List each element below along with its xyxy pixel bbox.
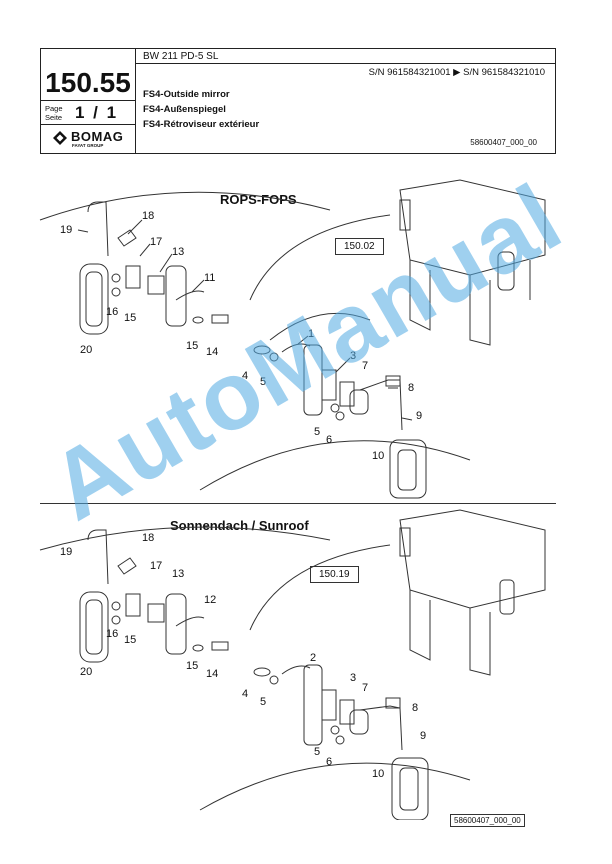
part-callout: 5	[260, 376, 267, 388]
part-callout: 20	[80, 666, 93, 678]
serial-range: S/N 961584321001 ▶ S/N 961584321010	[368, 67, 545, 78]
top-section-title: ROPS-FOPS	[220, 192, 297, 207]
part-callout: 14	[206, 668, 219, 680]
header-divider	[41, 100, 135, 101]
title-de: FS4-Außenspiegel	[143, 104, 226, 115]
part-callout: 13	[172, 246, 185, 258]
top-reference-box: 150.02	[335, 238, 384, 255]
logo-brand: BOMAG	[71, 129, 124, 144]
part-callout: 8	[408, 382, 415, 394]
title-fr: FS4-Rétroviseur extérieur	[143, 119, 260, 130]
page-number: 1 / 1	[75, 103, 117, 122]
part-callout: 3	[350, 350, 357, 362]
part-callout: 6	[326, 756, 333, 768]
part-callout: 10	[372, 450, 385, 462]
bomag-logo: BOMAG FAYAT GROUP	[51, 129, 131, 151]
page-code: 150.55	[45, 67, 131, 98]
part-callout: 16	[106, 628, 119, 640]
part-callout: 3	[350, 672, 357, 684]
cab-outline	[199, 440, 471, 491]
exploded-parts-drawing	[39, 179, 546, 820]
part-callout: 15	[124, 634, 137, 646]
part-callout: 12	[204, 594, 217, 606]
section-divider	[40, 503, 556, 504]
cab-outline	[249, 214, 391, 301]
header-divider	[41, 124, 135, 125]
part-callout: 2	[310, 652, 317, 664]
part-callout: 4	[242, 688, 249, 700]
part-callout: 17	[150, 560, 163, 572]
model-name: BW 211 PD-5 SL	[143, 51, 219, 62]
bomag-diamond-icon	[53, 131, 67, 145]
part-callout: 19	[60, 224, 73, 236]
part-callout: 16	[106, 306, 119, 318]
part-callout: 18	[142, 532, 155, 544]
part-callout: 15	[186, 660, 199, 672]
part-callout: 5	[314, 746, 321, 758]
part-callout: 4	[242, 370, 249, 382]
page-titles: FS4-Outside mirror FS4-Außenspiegel FS4-…	[143, 87, 259, 132]
part-callout: 8	[412, 702, 419, 714]
part-callout: 1	[308, 328, 315, 340]
bottom-section-title: Sonnendach / Sunroof	[170, 518, 309, 533]
part-callout: 17	[150, 236, 163, 248]
footer-code: 58600407_000_00	[450, 814, 525, 827]
header-block: 150.55 Page Seite 1 / 1 BOMAG FAYAT GROU…	[40, 48, 556, 154]
header-divider	[135, 63, 555, 64]
page-label: Page Seite	[45, 104, 63, 122]
part-callout: 5	[314, 426, 321, 438]
bottom-reference-box: 150.19	[310, 566, 359, 583]
part-callout: 5	[260, 696, 267, 708]
part-callout: 9	[416, 410, 423, 422]
part-callout: 19	[60, 546, 73, 558]
header-divider	[135, 49, 136, 153]
part-callout: 20	[80, 344, 93, 356]
part-callout: 13	[172, 568, 185, 580]
part-callout: 18	[142, 210, 155, 222]
part-callout: 15	[124, 312, 137, 324]
part-callout: 10	[372, 768, 385, 780]
part-callout: 14	[206, 346, 219, 358]
title-en: FS4-Outside mirror	[143, 89, 230, 100]
part-callout: 9	[420, 730, 427, 742]
doc-number: 58600407_000_00	[470, 138, 537, 147]
part-callout: 11	[204, 272, 216, 284]
cab-outline	[269, 312, 371, 341]
logo-subtitle: FAYAT GROUP	[72, 143, 104, 148]
part-callout: 7	[362, 360, 369, 372]
part-callout: 6	[326, 434, 333, 446]
part-callout: 15	[186, 340, 199, 352]
part-callout: 7	[362, 682, 369, 694]
cab-outline	[39, 191, 331, 221]
